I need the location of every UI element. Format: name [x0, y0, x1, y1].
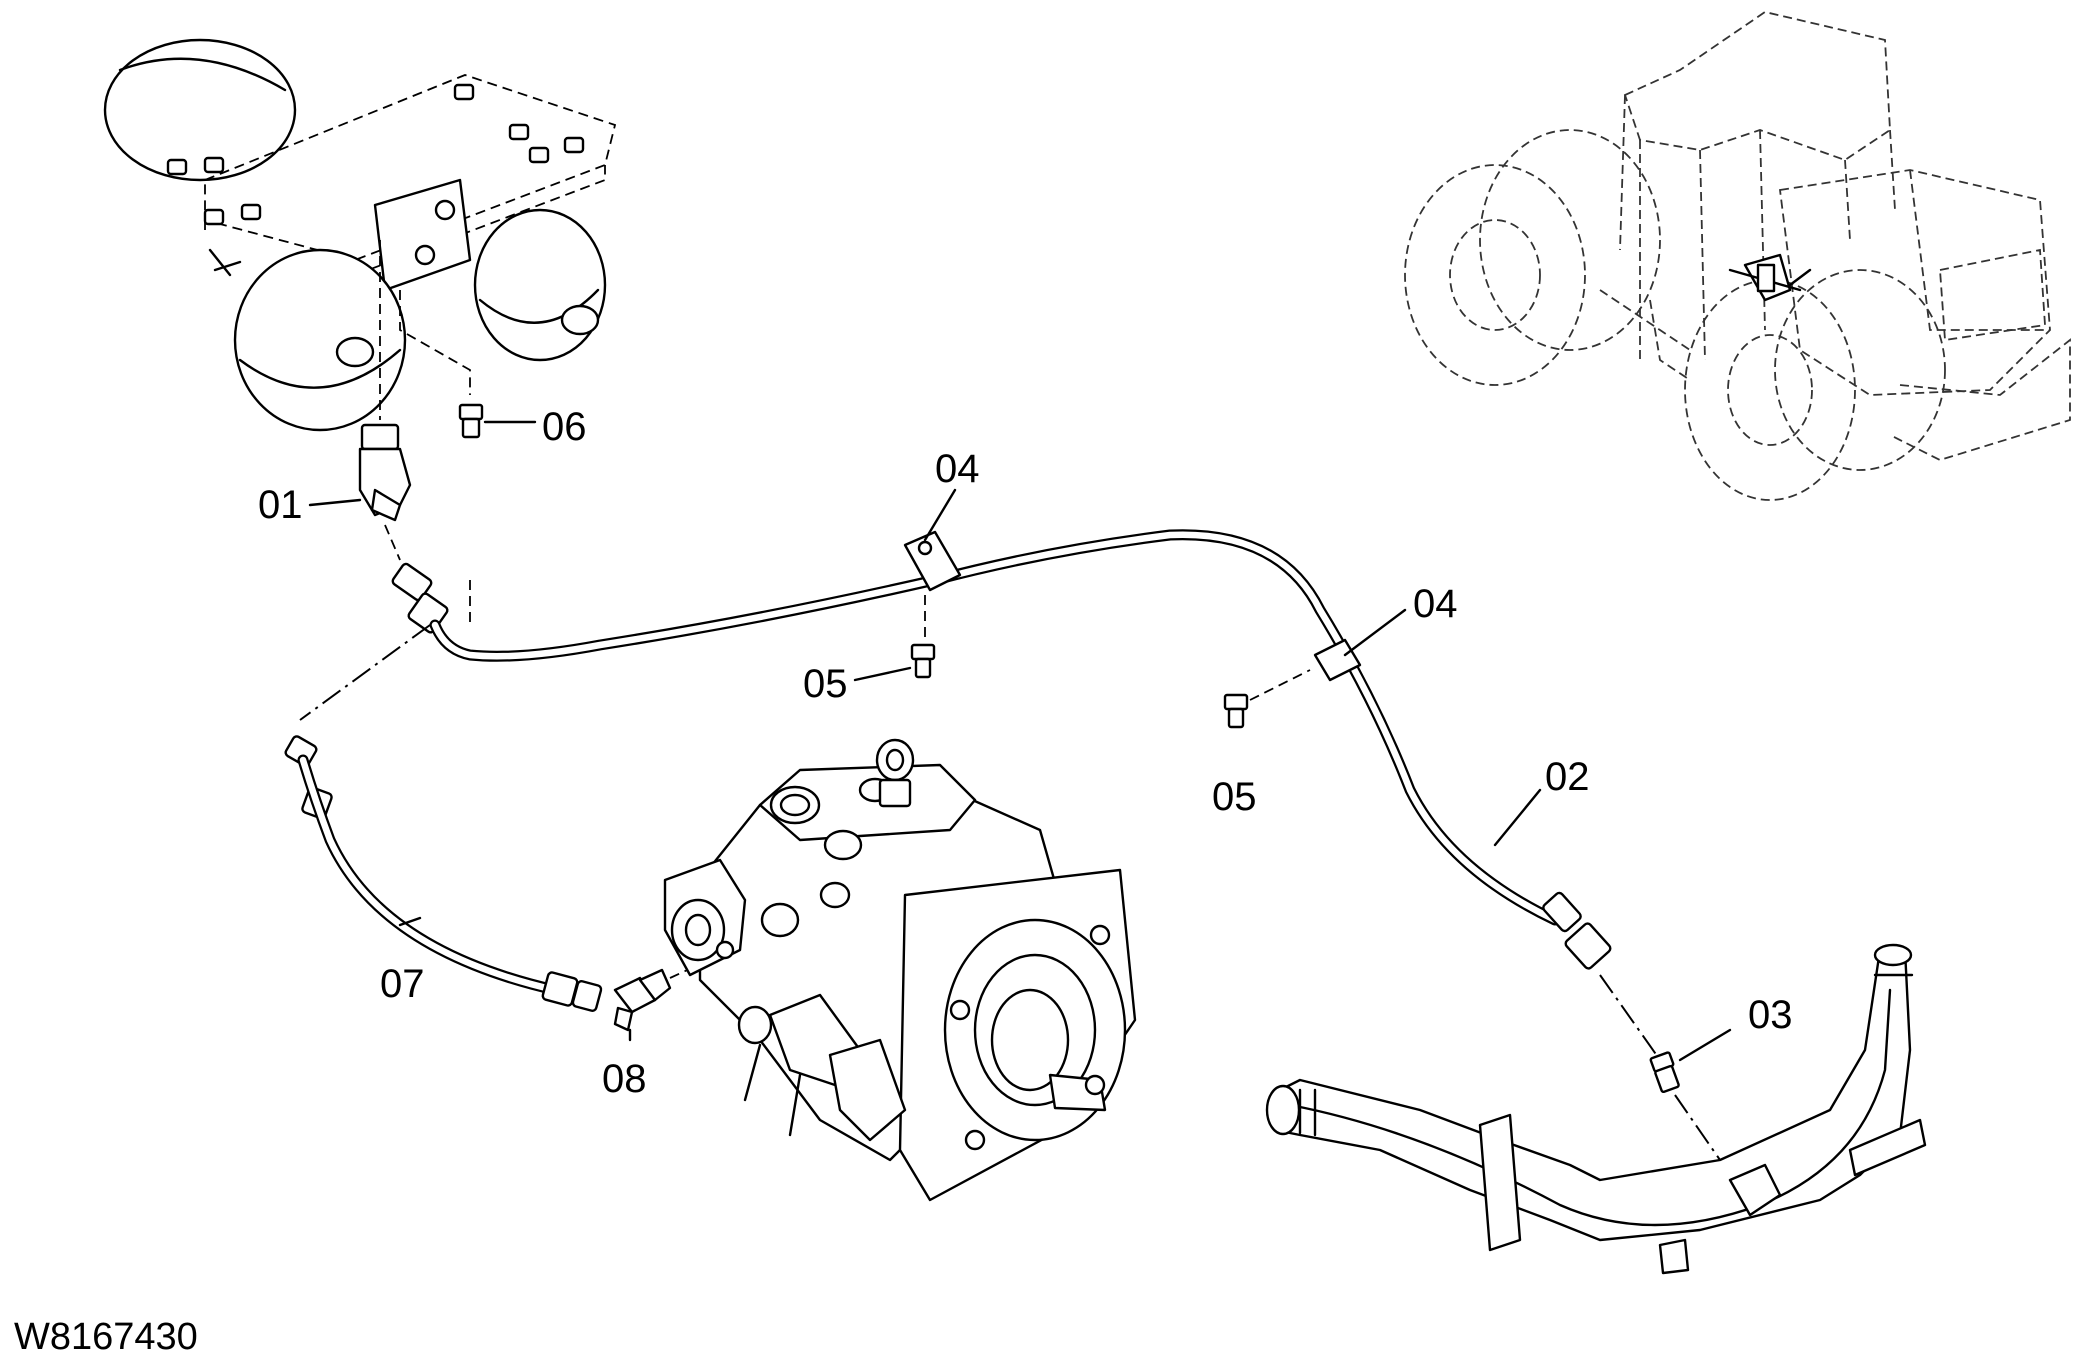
part-04-clamp-a	[903, 488, 962, 592]
part-03-fitting	[1649, 1028, 1732, 1161]
callout-04-right: 04	[1413, 582, 1458, 626]
drawing-id-label: W8167430	[14, 1316, 198, 1358]
part-02-hose	[391, 529, 1661, 1061]
callout-06: 06	[542, 405, 587, 449]
callout-04-upper: 04	[935, 447, 980, 491]
callout-05-upper: 05	[803, 662, 848, 706]
part-05-bolt-b	[1223, 669, 1311, 729]
callout-01: 01	[258, 483, 303, 527]
callout-labels: 01 06 04 05 04 05 02 03 07 08	[258, 405, 1793, 1101]
callout-07: 07	[380, 962, 425, 1006]
callout-05-right: 05	[1212, 775, 1257, 819]
callout-03: 03	[1748, 993, 1793, 1037]
part-06-plug	[458, 403, 537, 439]
mounting-nuts	[166, 83, 585, 226]
tractor-locator-view	[1404, 11, 2071, 501]
tube-assembly	[1265, 943, 1927, 1275]
callout-08: 08	[602, 1057, 647, 1101]
part-08-adapter	[613, 954, 721, 1042]
hydraulic-pump	[663, 738, 1137, 1202]
part-07-hose	[284, 624, 603, 1012]
callout-02: 02	[1545, 755, 1590, 799]
part-05-bolt-a	[853, 595, 936, 682]
part-04-clamp-b	[1313, 608, 1407, 682]
accumulator-assembly	[103, 38, 617, 432]
part-01-elbow-fitting	[308, 423, 412, 561]
